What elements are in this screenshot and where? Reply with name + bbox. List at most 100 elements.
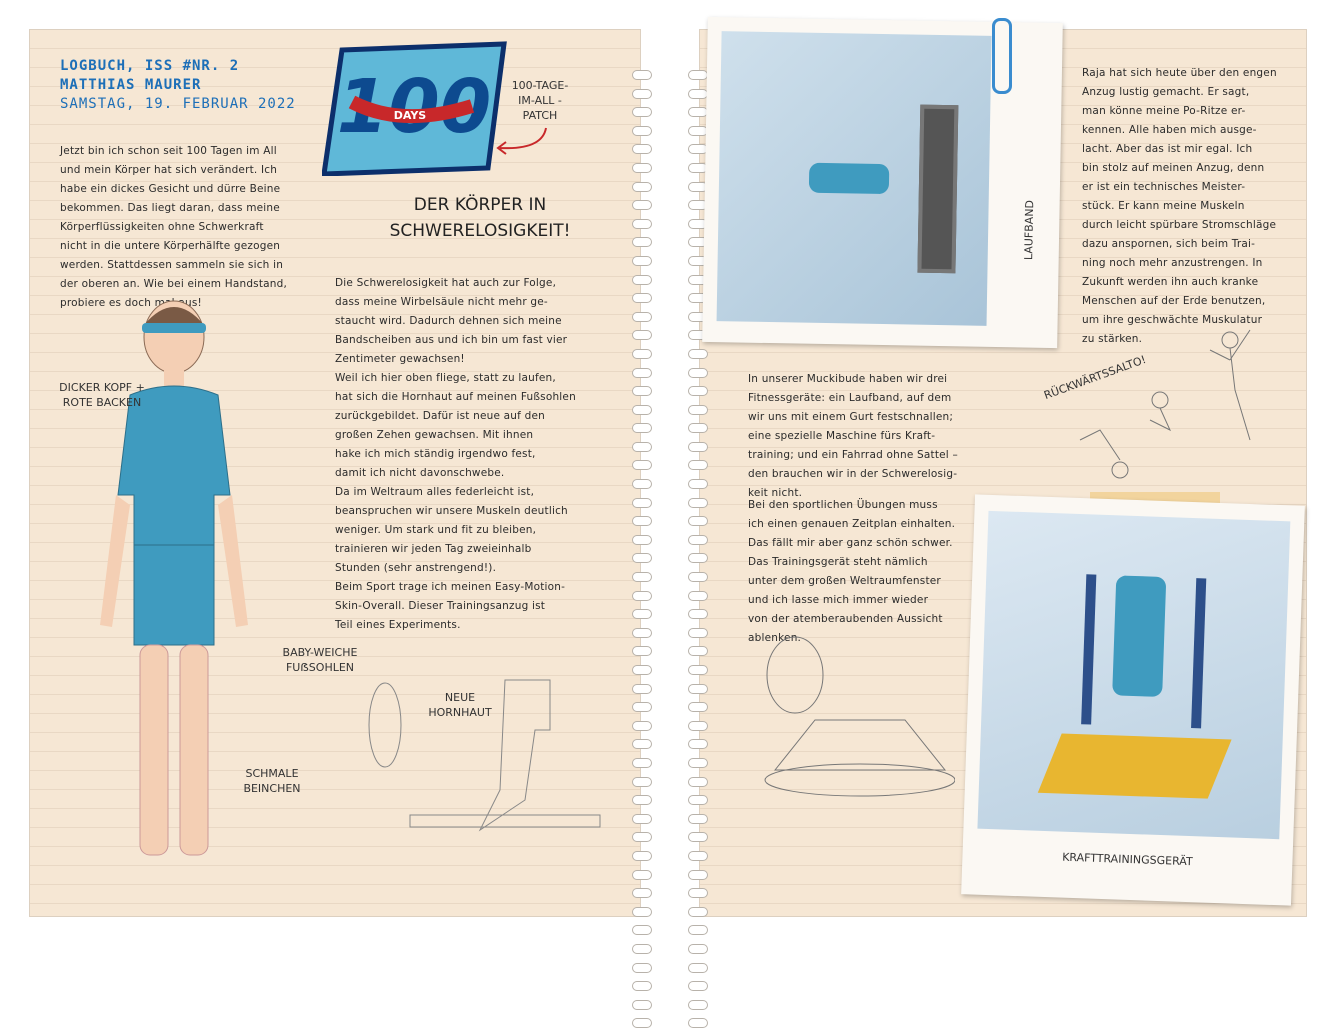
spiral-ring [688, 702, 708, 713]
feet-sketch [368, 679, 601, 832]
spiral-ring [688, 627, 708, 638]
spiral-ring [688, 367, 708, 378]
spiral-ring [632, 162, 652, 173]
spiral-ring [688, 609, 708, 620]
cupola-sketch [764, 636, 955, 797]
spiral-ring [632, 813, 652, 824]
spiral-ring [688, 516, 708, 527]
spiral-ring [688, 423, 708, 434]
spiral-ring [632, 181, 652, 192]
spiral-ring [632, 534, 652, 545]
spiral-ring [688, 460, 708, 471]
spiral-ring [688, 776, 708, 787]
spiral-ring [688, 888, 708, 899]
spiral-ring [632, 311, 652, 322]
spiral-ring [688, 813, 708, 824]
100-days-patch: 100 DAYS [321, 40, 508, 177]
left-notebook-page: LOGBUCH, ISS #NR. 2 MATTHIAS MAURER SAMS… [30, 30, 652, 1028]
strength-machine-polaroid: KRAFTTRAININGSGERÄT [961, 494, 1305, 906]
spiral-ring [632, 1018, 652, 1028]
spiral-ring [632, 404, 652, 415]
spiral-ring [632, 739, 652, 750]
spiral-ring [688, 795, 708, 806]
spiral-ring [632, 627, 652, 638]
spiral-ring [632, 497, 652, 508]
spiral-ring [632, 683, 652, 694]
spiral-ring [632, 720, 652, 731]
spiral-ring [688, 665, 708, 675]
spiral-ring [632, 981, 652, 992]
treadmill-caption: LAUFBAND [1022, 199, 1037, 261]
spiral-ring [632, 665, 652, 675]
spiral-ring [688, 850, 708, 861]
author-name: MATTHIAS MAURER [60, 77, 202, 93]
spiral-ring [688, 534, 708, 545]
spiral-ring [688, 646, 708, 657]
spiral-ring [632, 609, 652, 620]
spiral-ring [688, 720, 708, 731]
spiral-ring [632, 702, 652, 713]
spiral-ring [632, 516, 652, 527]
spiral-ring [632, 218, 652, 229]
right-notebook-page: LAUFBAND Raja hat sich heute über den en… [688, 16, 1306, 1028]
spiral-ring [688, 553, 708, 564]
label-soles: BABY-WEICHE FUẞSOHLEN [282, 646, 358, 674]
spiral-ring [632, 906, 652, 917]
spiral-ring [688, 348, 708, 359]
spiral-ring [632, 925, 652, 936]
spiral-ring [632, 850, 652, 861]
paragraph: Weil ich hier oben fliege, statt zu lauf… [335, 372, 576, 479]
spiral-ring [688, 572, 708, 583]
spiral-ring [688, 739, 708, 750]
paragraph: Beim Sport trage ich meinen Easy-Motion-… [335, 581, 566, 631]
spiral-ring [632, 200, 652, 211]
intro-text: Jetzt bin ich schon seit 100 Tagen im Al… [60, 145, 288, 309]
section-title: DER KÖRPER IN SCHWERELOSIGKEIT! [389, 195, 571, 241]
spiral-ring [632, 423, 652, 434]
spiral-ring [632, 386, 652, 397]
backflip-sketch [1079, 329, 1251, 479]
spiral-ring [632, 572, 652, 583]
paragraph: Da im Weltraum alles federleicht ist, be… [335, 486, 568, 574]
strength-machine-photo [977, 510, 1291, 840]
paragraph: Bei den sportlichen Übungen muss ich ein… [748, 499, 956, 644]
spiral-ring [688, 832, 708, 843]
patch-banner: DAYS [394, 109, 427, 122]
spiral-ring [688, 981, 708, 992]
spiral-ring [632, 757, 652, 768]
spiral-ring [632, 274, 652, 285]
spiral-ring [632, 832, 652, 843]
spiral-ring [688, 906, 708, 917]
entry-date: SAMSTAG, 19. FEBRUAR 2022 [60, 96, 296, 112]
spiral-ring [632, 348, 652, 359]
patch-label: 100-TAGE- IM-ALL - PATCH [511, 79, 569, 122]
paper-clip-icon [992, 18, 1012, 94]
spiral-ring [688, 683, 708, 694]
spiral-ring [632, 646, 652, 657]
spiral-ring [632, 367, 652, 378]
spiral-ring [688, 88, 708, 99]
spiral-ring [688, 757, 708, 768]
spiral-ring [688, 590, 708, 601]
spiral-ring [632, 330, 652, 341]
logbook-title: LOGBUCH, ISS #NR. 2 [60, 58, 240, 74]
spiral-ring [632, 70, 652, 80]
spiral-ring [632, 237, 652, 248]
spiral-ring [632, 144, 652, 155]
spiral-ring [688, 999, 708, 1010]
label-head: DICKER KOPF + ROTE BACKEN [59, 381, 145, 409]
spiral-ring [632, 553, 652, 564]
spiral-ring [688, 404, 708, 415]
spiral-ring [688, 441, 708, 452]
spiral-ring [632, 590, 652, 601]
spiral-ring [688, 943, 708, 954]
label-legs: SCHMALE BEINCHEN [243, 767, 301, 795]
label-callus: NEUE HORNHAUT [428, 691, 492, 719]
spiral-ring [632, 888, 652, 899]
spiral-ring [632, 869, 652, 880]
spiral-binding [632, 70, 652, 1028]
spiral-ring [632, 255, 652, 266]
arrow-icon [496, 127, 547, 155]
spiral-ring [632, 460, 652, 471]
astronaut-illustration [100, 300, 248, 856]
